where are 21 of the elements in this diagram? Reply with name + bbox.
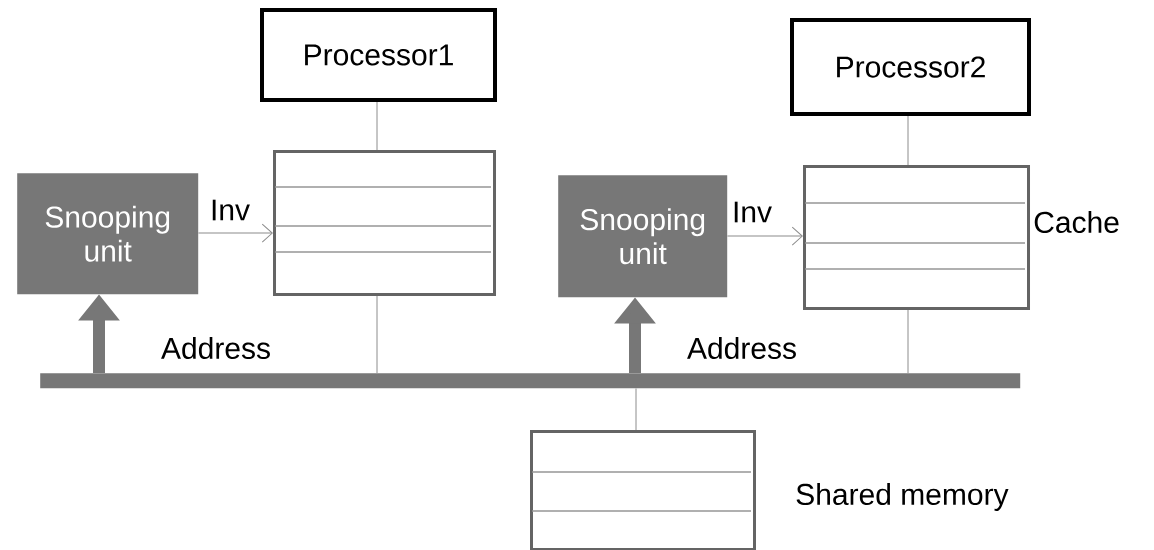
connector-line [907,115,909,166]
processor-box: Processor1 [260,8,497,102]
connector-line [376,101,378,151]
arrow [726,226,803,246]
connector-line [376,295,378,374]
connector-line [635,387,637,431]
bus-bar [40,373,1021,389]
memory-block [273,150,496,296]
processor-box: Processor2 [790,18,1031,116]
arrow [197,223,273,243]
edge-label: Inv [731,200,773,224]
connector-line [907,309,909,374]
memory-block [803,165,1030,310]
snooping-unit-box: Snooping unit [558,175,728,298]
memory-block [530,430,756,550]
snooping-unit-box: Snooping unit [17,173,199,295]
edge-label: Address [160,336,273,360]
edge-label: Inv [209,198,251,222]
edge-label: Address [686,336,799,360]
box-label: Cache [1034,211,1119,234]
box-label: Shared memory [796,483,1009,511]
